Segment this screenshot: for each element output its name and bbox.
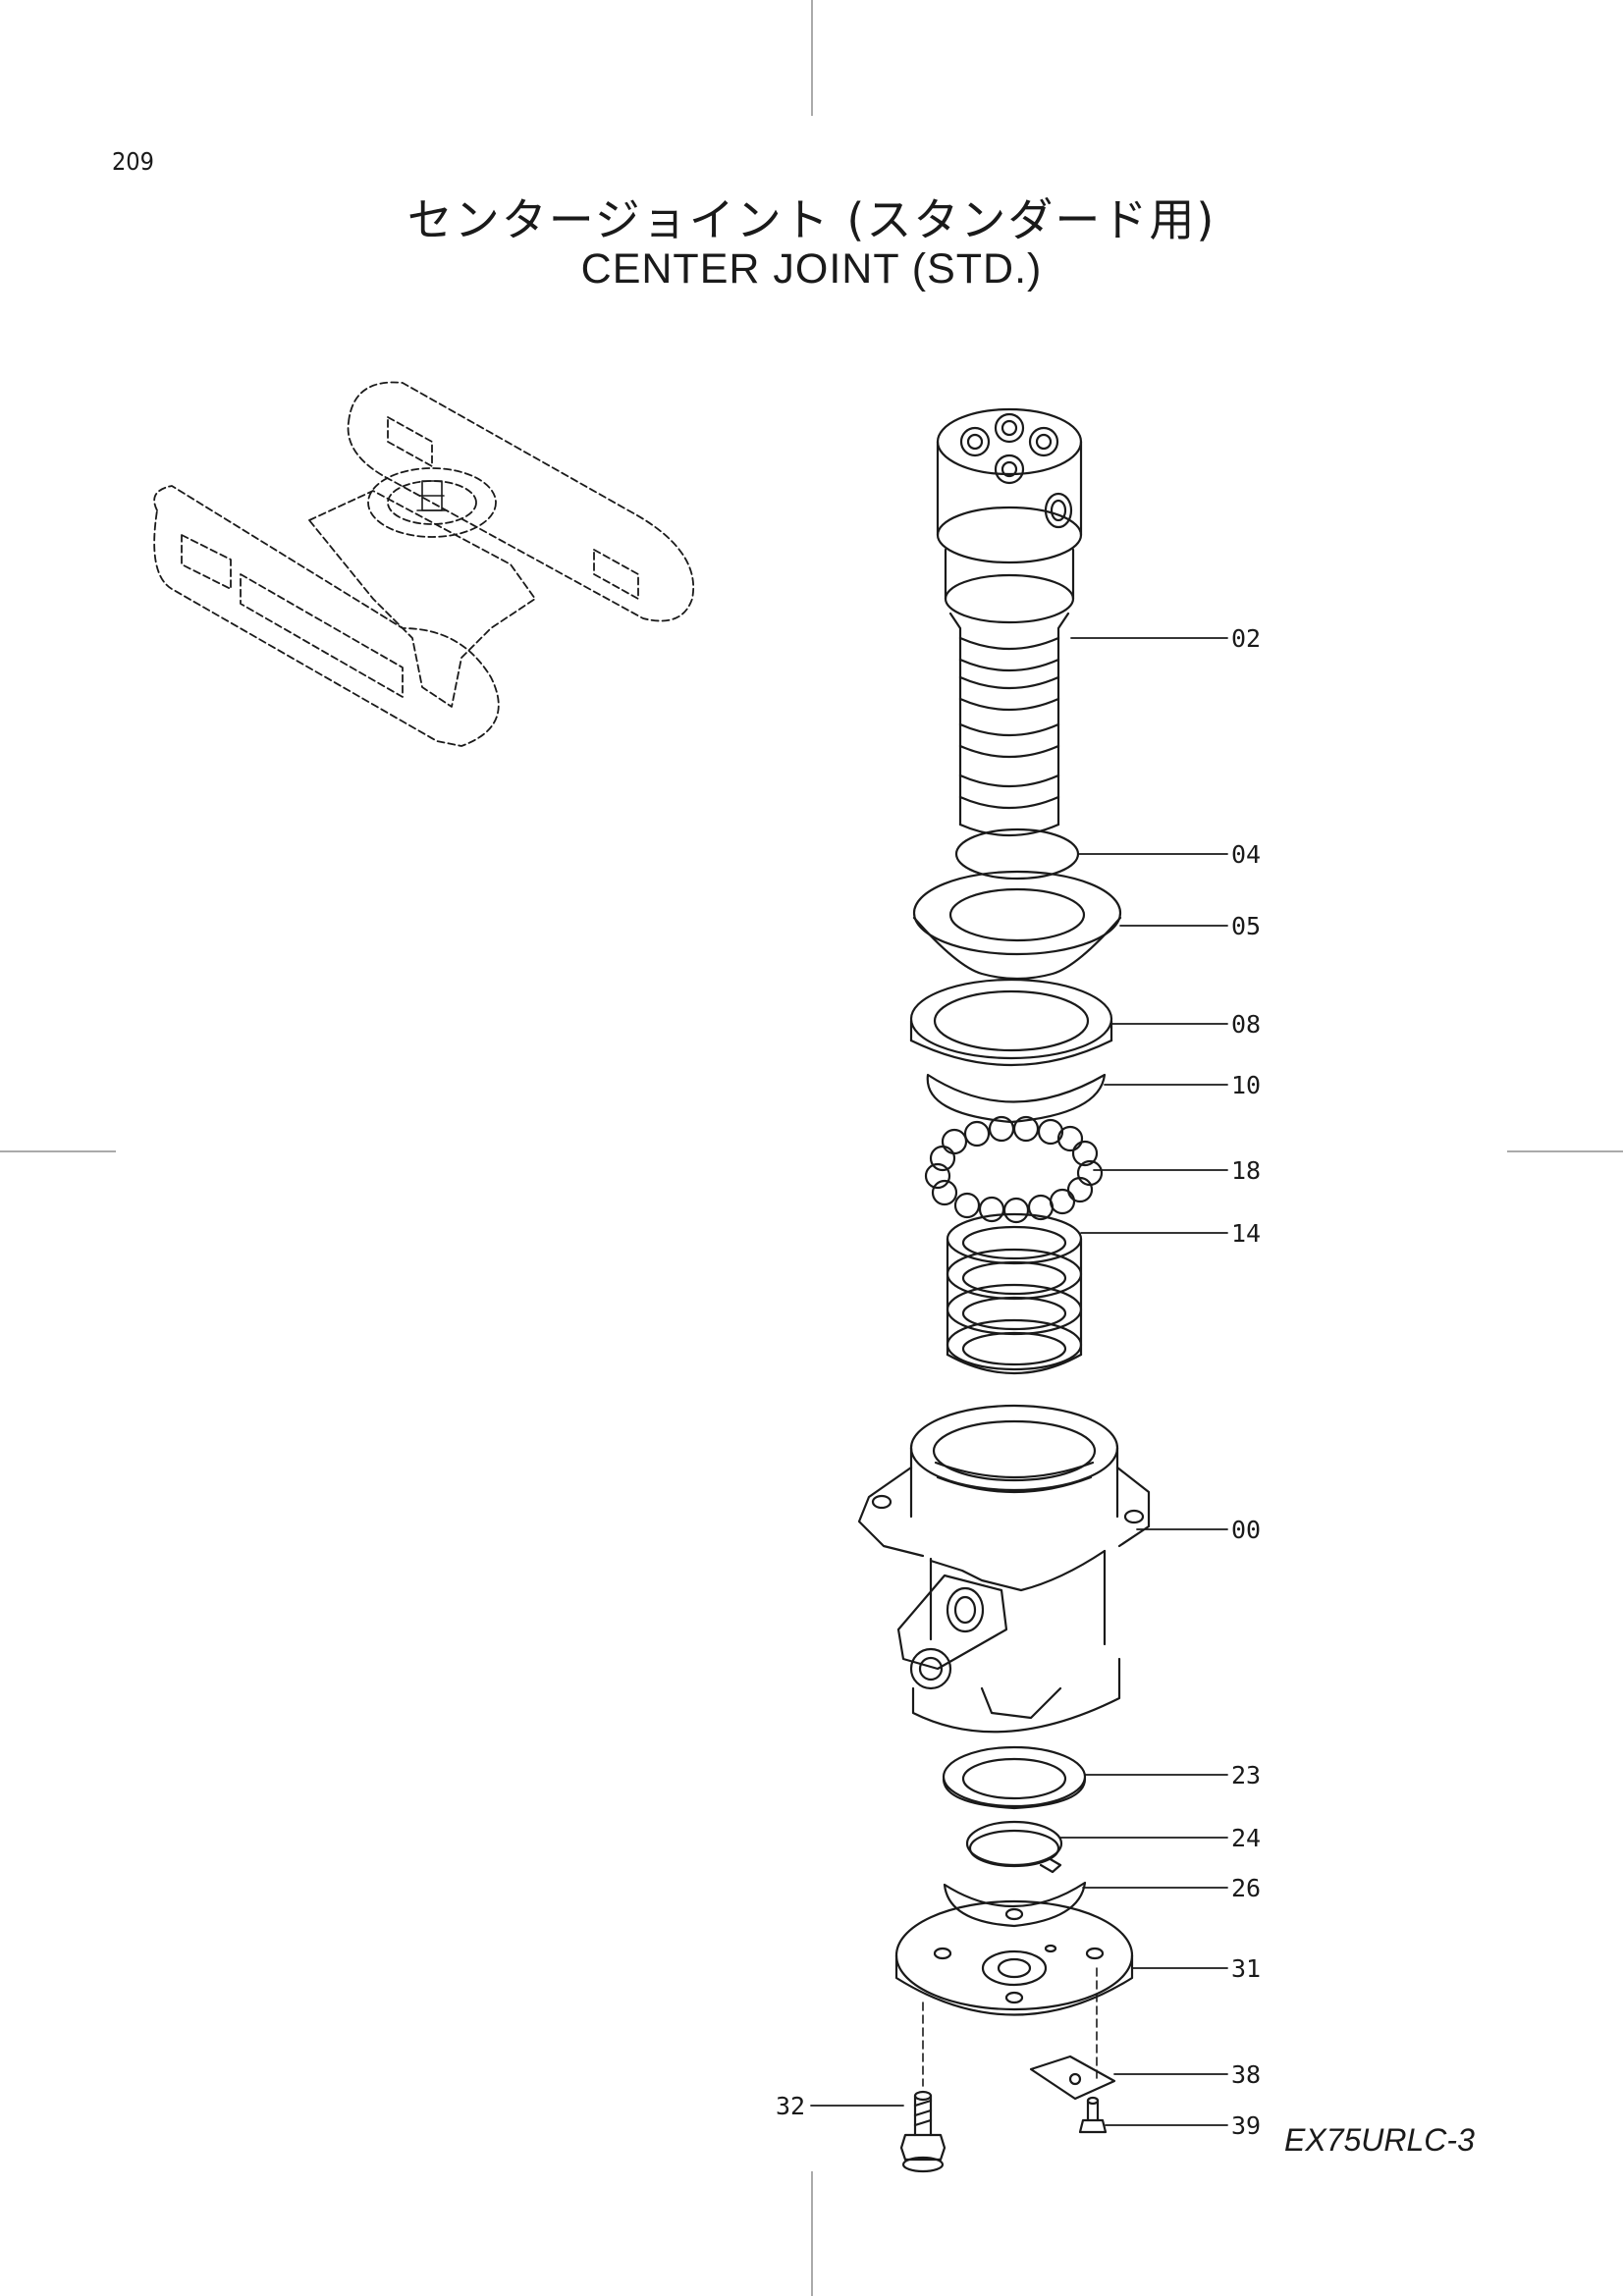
center-joint-location-mark (416, 480, 448, 511)
title-english: CENTER JOINT (STD.) (580, 245, 1043, 293)
part-02-spindle (936, 407, 1083, 837)
crop-mark-bottom (811, 2171, 813, 2296)
callout-39: 39 (1231, 2111, 1262, 2140)
model-number: EX75URLC-3 (1284, 2122, 1475, 2158)
part-08-ring (909, 978, 1113, 1066)
callout-00: 00 (1231, 1516, 1262, 1544)
part-10-ring (926, 1073, 1107, 1124)
part-23-ring (942, 1745, 1087, 1810)
part-14-seal-stack (946, 1212, 1083, 1374)
title-japanese: センタージョイント (スタンダード用) (406, 193, 1217, 246)
callout-38: 38 (1231, 2060, 1262, 2089)
part-05-seal (912, 870, 1122, 981)
page-number: 209 (112, 147, 154, 176)
callout-23: 23 (1231, 1761, 1262, 1789)
callout-05: 05 (1231, 912, 1262, 940)
undercarriage-location-icon (153, 381, 694, 747)
callout-31: 31 (1231, 1954, 1262, 1983)
part-26-o-ring (943, 1881, 1087, 1928)
callout-32: 32 (776, 2092, 806, 2120)
crop-mark-left (0, 1150, 116, 1152)
callout-26: 26 (1231, 1874, 1262, 1902)
callout-24: 24 (1231, 1824, 1262, 1852)
part-39-screw (1078, 2096, 1108, 2134)
callout-04: 04 (1231, 840, 1262, 869)
part-31-cover (894, 1899, 1134, 2016)
part-00-body (857, 1404, 1151, 1734)
part-18-steel-balls (924, 1115, 1104, 1224)
crop-mark-top (811, 0, 813, 116)
part-24-snap-ring (965, 1820, 1063, 1874)
leader-lines (810, 637, 1228, 2126)
crop-mark-right (1507, 1150, 1623, 1152)
assembly-lines (922, 1967, 1098, 2087)
callout-18: 18 (1231, 1156, 1262, 1185)
callout-14: 14 (1231, 1219, 1262, 1248)
callout-10: 10 (1231, 1071, 1262, 1099)
part-32-bolt (899, 2090, 947, 2173)
callout-02: 02 (1231, 624, 1262, 653)
callout-08: 08 (1231, 1010, 1262, 1039)
part-38-plate (1029, 2055, 1116, 2101)
